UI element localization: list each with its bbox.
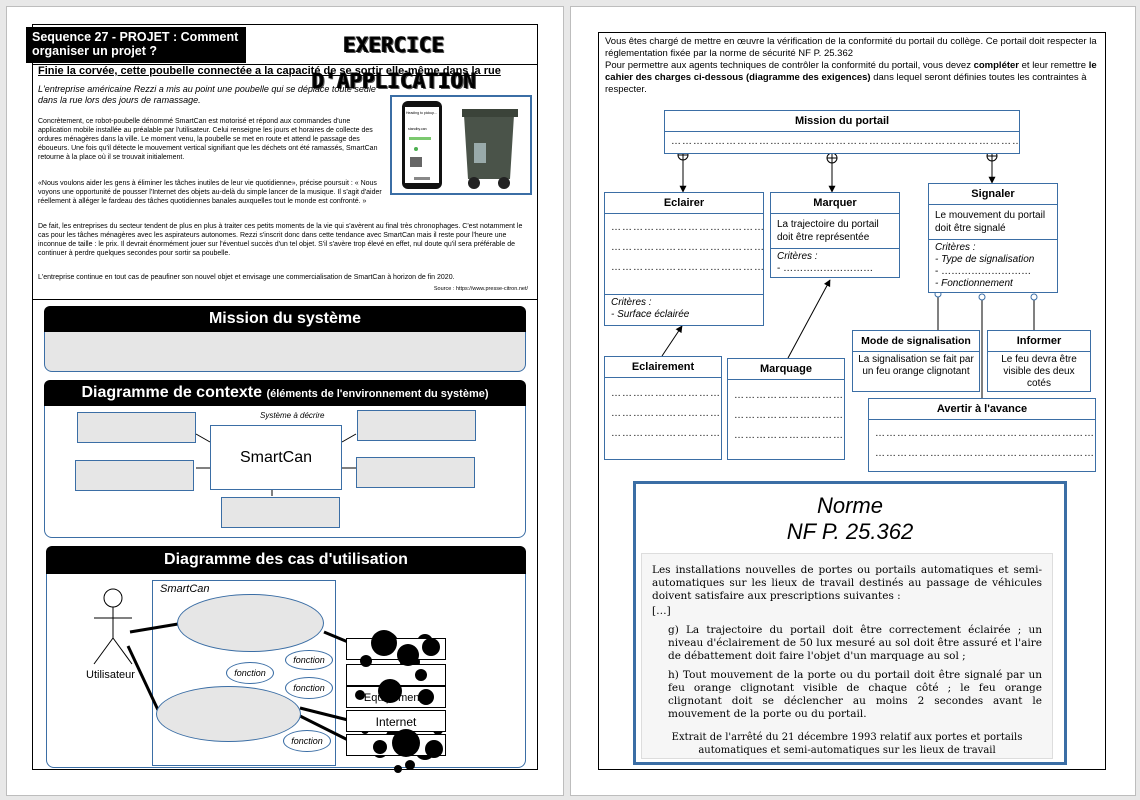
context-element-2[interactable] [75,460,194,491]
left-page-frame [32,24,538,770]
context-subtitle: (éléments de l'environnement du système) [266,388,489,400]
req-marquage: Marquage ………………………………………… ……………………………………… [727,358,845,460]
req-avertir-fill-2[interactable]: ……………………………………………………………………………………………………… [875,448,1095,459]
context-header: Diagramme de contexte (éléments de l'env… [44,380,526,406]
req-mission-title: Mission du portail [665,111,1019,132]
req-marquer-criteria: Critères : - ……………………… [771,249,899,277]
phone-heading: Heading to pickup... [406,111,437,115]
req-marquage-title: Marquage [728,359,844,380]
article-paragraph-2: «Nous voulons aider les gens à éliminer … [38,180,382,205]
article-paragraph-1: Concrètement, ce robot-poubelle dénommé … [38,118,378,161]
context-element-4[interactable] [356,457,475,488]
req-avertir: Avertir à l'avance ………………………………………………………… [868,398,1096,472]
sequence-title: Sequence 27 - PROJET : Comment organiser… [26,27,246,63]
phone-status: standby.can [408,127,427,131]
req-eclairement-fill-3[interactable]: ………………………………………… [611,428,721,439]
req-avertir-fills: ……………………………………………………………………………………………………… … [869,420,1095,464]
norme-caption: Extrait de l'arrêté du 21 décembre 1993 … [671,732,1023,756]
usecase-title: Diagramme des cas d'utilisation [46,546,526,574]
ink-splatter [355,630,443,773]
req-eclairer-text: ………………………………………… ………………………………………… ………………… [605,214,763,295]
header-divider [32,64,538,65]
req-marquer-title: Marquer [771,193,899,214]
system-box: SmartCan [210,425,342,490]
req-eclairement-fill-2[interactable]: ………………………………………… [611,408,721,419]
article-divider [32,299,538,300]
norme-extract: Les installations nouvelles de portes ou… [641,553,1053,759]
norme-paragraph-g: g) La trajectoire du portail doit être c… [668,624,1042,662]
req-mode-title: Mode de signalisation [853,331,979,352]
norme-paragraph-h: h) Tout mouvement de la porte ou du port… [668,669,1042,720]
article-paragraph-3: De fait, les entreprises du secteur tend… [38,223,523,257]
req-eclairement-title: Eclairement [605,357,721,378]
fonction-ellipse-3[interactable]: fonction [285,677,333,699]
usecase-system-name: SmartCan [160,583,210,595]
context-element-3[interactable] [357,410,476,441]
norme-title-line-1: Norme [816,493,883,518]
usecase-ellipse-2[interactable] [156,686,301,742]
norme-frame [633,481,1067,765]
req-marquer-fill[interactable]: - ……………………… [777,263,874,274]
usecase-system-boundary [152,580,336,766]
req-marquer: Marquer La trajectoire du portail doit ê… [770,192,900,278]
article-headline: Finie la corvée, cette poubelle connecté… [38,65,501,77]
req-marquage-fill-3[interactable]: ………………………………………… [734,430,844,441]
req-mission-fill[interactable]: ……………………………………………………………………………………………………… [671,136,1019,147]
req-signaler: Signaler Le mouvement du portail doit êt… [928,183,1058,293]
req-signaler-fill[interactable]: - ……………………… [935,266,1032,277]
fonction-ellipse-4[interactable]: fonction [283,730,331,752]
norme-ellipsis: […] [652,605,671,617]
req-eclairement: Eclairement ………………………………………… ……………………………… [604,356,722,460]
context-element-5[interactable] [221,497,340,528]
req-signaler-criteria: Critères : - Type de signalisation - ………… [929,240,1057,292]
fonction-ellipse-1[interactable]: fonction [285,650,333,670]
norme-paragraph-intro: Les installations nouvelles de portes ou… [652,564,1042,602]
article-lead: L'entreprise américaine Rezzi a mis au p… [38,84,376,105]
req-avertir-fill-1[interactable]: ……………………………………………………………………………………………………… [875,428,1095,439]
req-marquage-fill-2[interactable]: ………………………………………… [734,410,844,421]
fonction-ellipse-2[interactable]: fonction [226,662,274,684]
smartcan-illustration [402,101,518,189]
req-eclairer-fill-2[interactable]: ………………………………………… [611,242,763,253]
req-signaler-text: Le mouvement du portail doit être signal… [929,205,1057,240]
context-title: Diagramme de contexte [81,384,262,401]
req-eclairer-fill-1[interactable]: ………………………………………… [611,222,763,233]
article-paragraph-4: L'entreprise continue en tout cas de pea… [38,274,455,281]
req-mode-text: La signalisation se fait par un feu oran… [858,354,974,377]
intro-text: Vous êtes chargé de mettre en œuvre la v… [605,36,1099,96]
context-links [195,433,357,496]
req-marquage-fill-1[interactable]: ………………………………………… [734,390,844,401]
req-marquer-text: La trajectoire du portail doit être repr… [771,214,899,249]
exercise-title: EXERCICE D'APPLICATION [311,33,477,93]
req-signaler-title: Signaler [929,184,1057,205]
req-informer: Informer Le feu devra être visible des d… [987,330,1091,392]
right-page-frame [598,32,1106,770]
intro-paragraph-2: Pour permettre aux agents techniques de … [605,60,1097,95]
external-internet: Internet [346,710,446,732]
req-marquage-fills: ………………………………………… ………………………………………… ………………… [728,380,844,446]
req-eclairement-fills: ………………………………………… ………………………………………… ………………… [605,378,721,444]
req-mode-signalisation: Mode de signalisation La signalisation s… [852,330,980,392]
context-element-1[interactable] [77,412,196,443]
article-source: Source : https://www.presse-citron.net/ [433,286,528,292]
system-caption: Système à décrire [260,411,325,420]
norme-title-line-2: NF P. 25.362 [786,519,914,544]
smartcan-photo: Heading to pickup... standby.can [390,95,532,195]
actor-label: Utilisateur [86,669,135,681]
usecase-ellipse-1[interactable] [177,594,324,652]
mission-title: Mission du système [44,306,526,332]
req-informer-title: Informer [988,331,1090,352]
req-eclairer-title: Eclairer [605,193,763,214]
req-eclairer: Eclairer ………………………………………… ……………………………………… [604,192,764,326]
req-eclairement-fill-1[interactable]: ………………………………………… [611,388,721,399]
intro-paragraph-1: Vous êtes chargé de mettre en œuvre la v… [605,36,1097,59]
req-informer-text: Le feu devra être visible des deux cotés [1001,354,1077,389]
req-eclairer-criteria: Critères : - Surface éclairée [611,297,690,320]
req-mission-portail: Mission du portail ………………………………………………………… [664,110,1020,154]
req-avertir-title: Avertir à l'avance [869,399,1095,420]
req-eclairer-fill-3[interactable]: ………………………………………… [611,262,763,273]
